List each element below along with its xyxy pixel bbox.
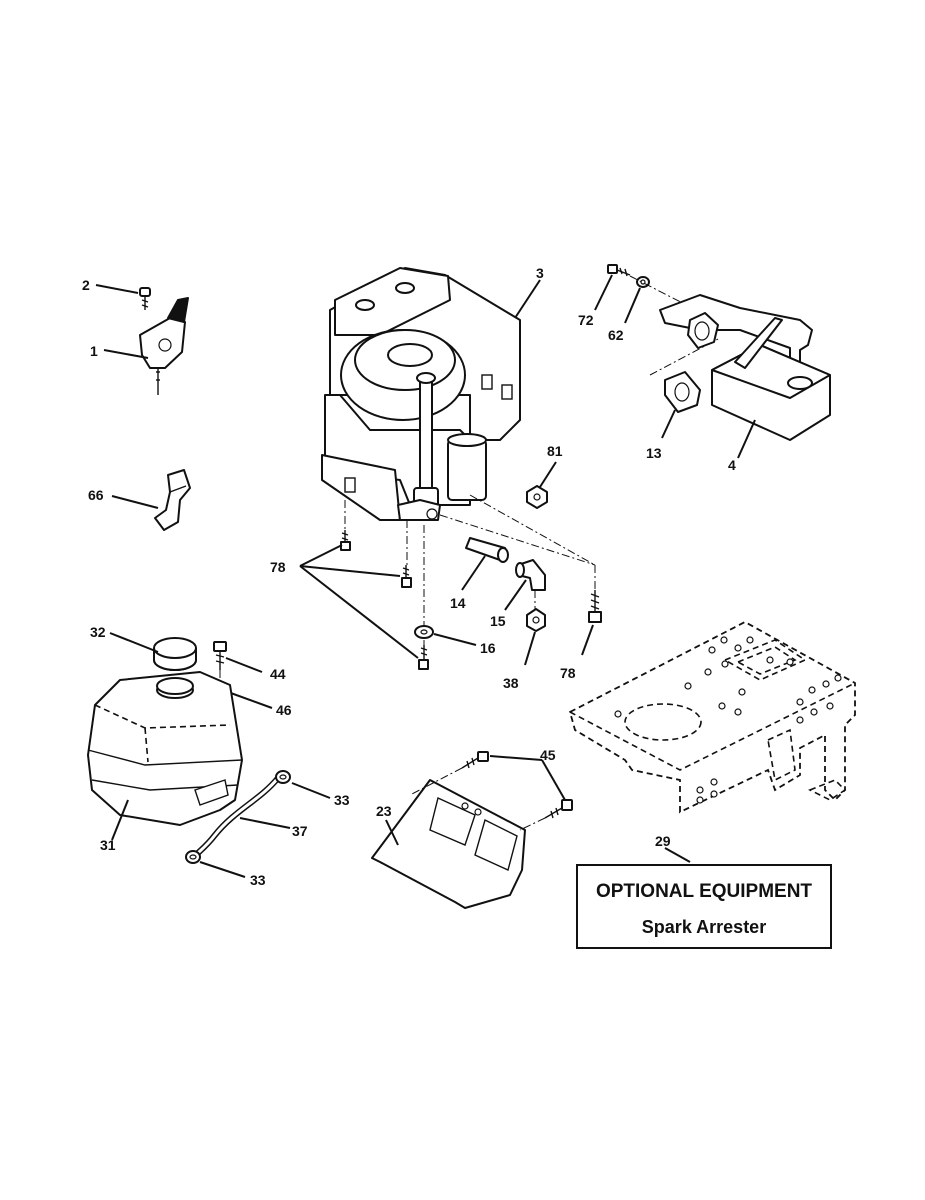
- bolt-part: [418, 645, 429, 670]
- engine: [321, 267, 521, 521]
- fuel-cap: [153, 637, 197, 671]
- fuel-line: [192, 776, 281, 858]
- clip-part: [154, 469, 191, 531]
- callout-labels: 2 1 66 3 72 62 13 4 81 78 14 15 16 38 78…: [82, 265, 736, 888]
- callout-78-group: 78: [270, 559, 286, 575]
- nut-part: [526, 485, 548, 509]
- muffler-bolt: [607, 264, 631, 277]
- optional-equipment-subtitle: Spark Arrester: [642, 917, 766, 937]
- callout-46: 46: [276, 702, 292, 718]
- shield-screw: [544, 799, 573, 819]
- callout-32: 32: [90, 624, 106, 640]
- frame-outline: [568, 620, 856, 814]
- callout-62: 62: [608, 327, 624, 343]
- hose-clamp: [275, 770, 291, 784]
- lock-washer: [636, 276, 650, 288]
- callout-44: 44: [270, 666, 286, 682]
- bolt-part: [588, 590, 602, 623]
- elbow-part: [515, 559, 546, 591]
- hose-clamp: [185, 850, 201, 864]
- heat-shield: [371, 779, 526, 909]
- throttle-screw: [139, 287, 151, 310]
- callout-78-single: 78: [560, 665, 576, 681]
- callout-16: 16: [480, 640, 496, 656]
- callout-66: 66: [88, 487, 104, 503]
- callout-4: 4: [728, 457, 736, 473]
- optional-equipment-box: OPTIONAL EQUIPMENT Spark Arrester: [576, 864, 832, 949]
- callout-45: 45: [540, 747, 556, 763]
- callout-81: 81: [547, 443, 563, 459]
- bolt-part: [340, 530, 351, 551]
- callout-38: 38: [503, 675, 519, 691]
- callout-29: 29: [655, 833, 671, 849]
- fuel-tank-screw: [213, 641, 227, 670]
- exhaust-gasket: [664, 371, 701, 413]
- throttle-control-assembly: [139, 297, 189, 395]
- drain-nut-part: [526, 608, 546, 632]
- optional-equipment-title: OPTIONAL EQUIPMENT: [596, 881, 812, 902]
- callout-3: 3: [536, 265, 544, 281]
- nipple-part: [465, 537, 509, 563]
- washer-part: [414, 625, 434, 639]
- callout-23: 23: [376, 803, 392, 819]
- callout-37: 37: [292, 823, 308, 839]
- shield-screw: [461, 751, 489, 769]
- callout-72: 72: [578, 312, 594, 328]
- callout-13: 13: [646, 445, 662, 461]
- callout-1: 1: [90, 343, 98, 359]
- fuel-tank: [87, 671, 243, 826]
- muffler: [659, 294, 831, 441]
- callout-2: 2: [82, 277, 90, 293]
- callout-14: 14: [450, 595, 466, 611]
- callout-31: 31: [100, 837, 116, 853]
- callout-15: 15: [490, 613, 506, 629]
- callout-33-upper: 33: [334, 792, 350, 808]
- bolt-part: [401, 565, 412, 588]
- callout-33-lower: 33: [250, 872, 266, 888]
